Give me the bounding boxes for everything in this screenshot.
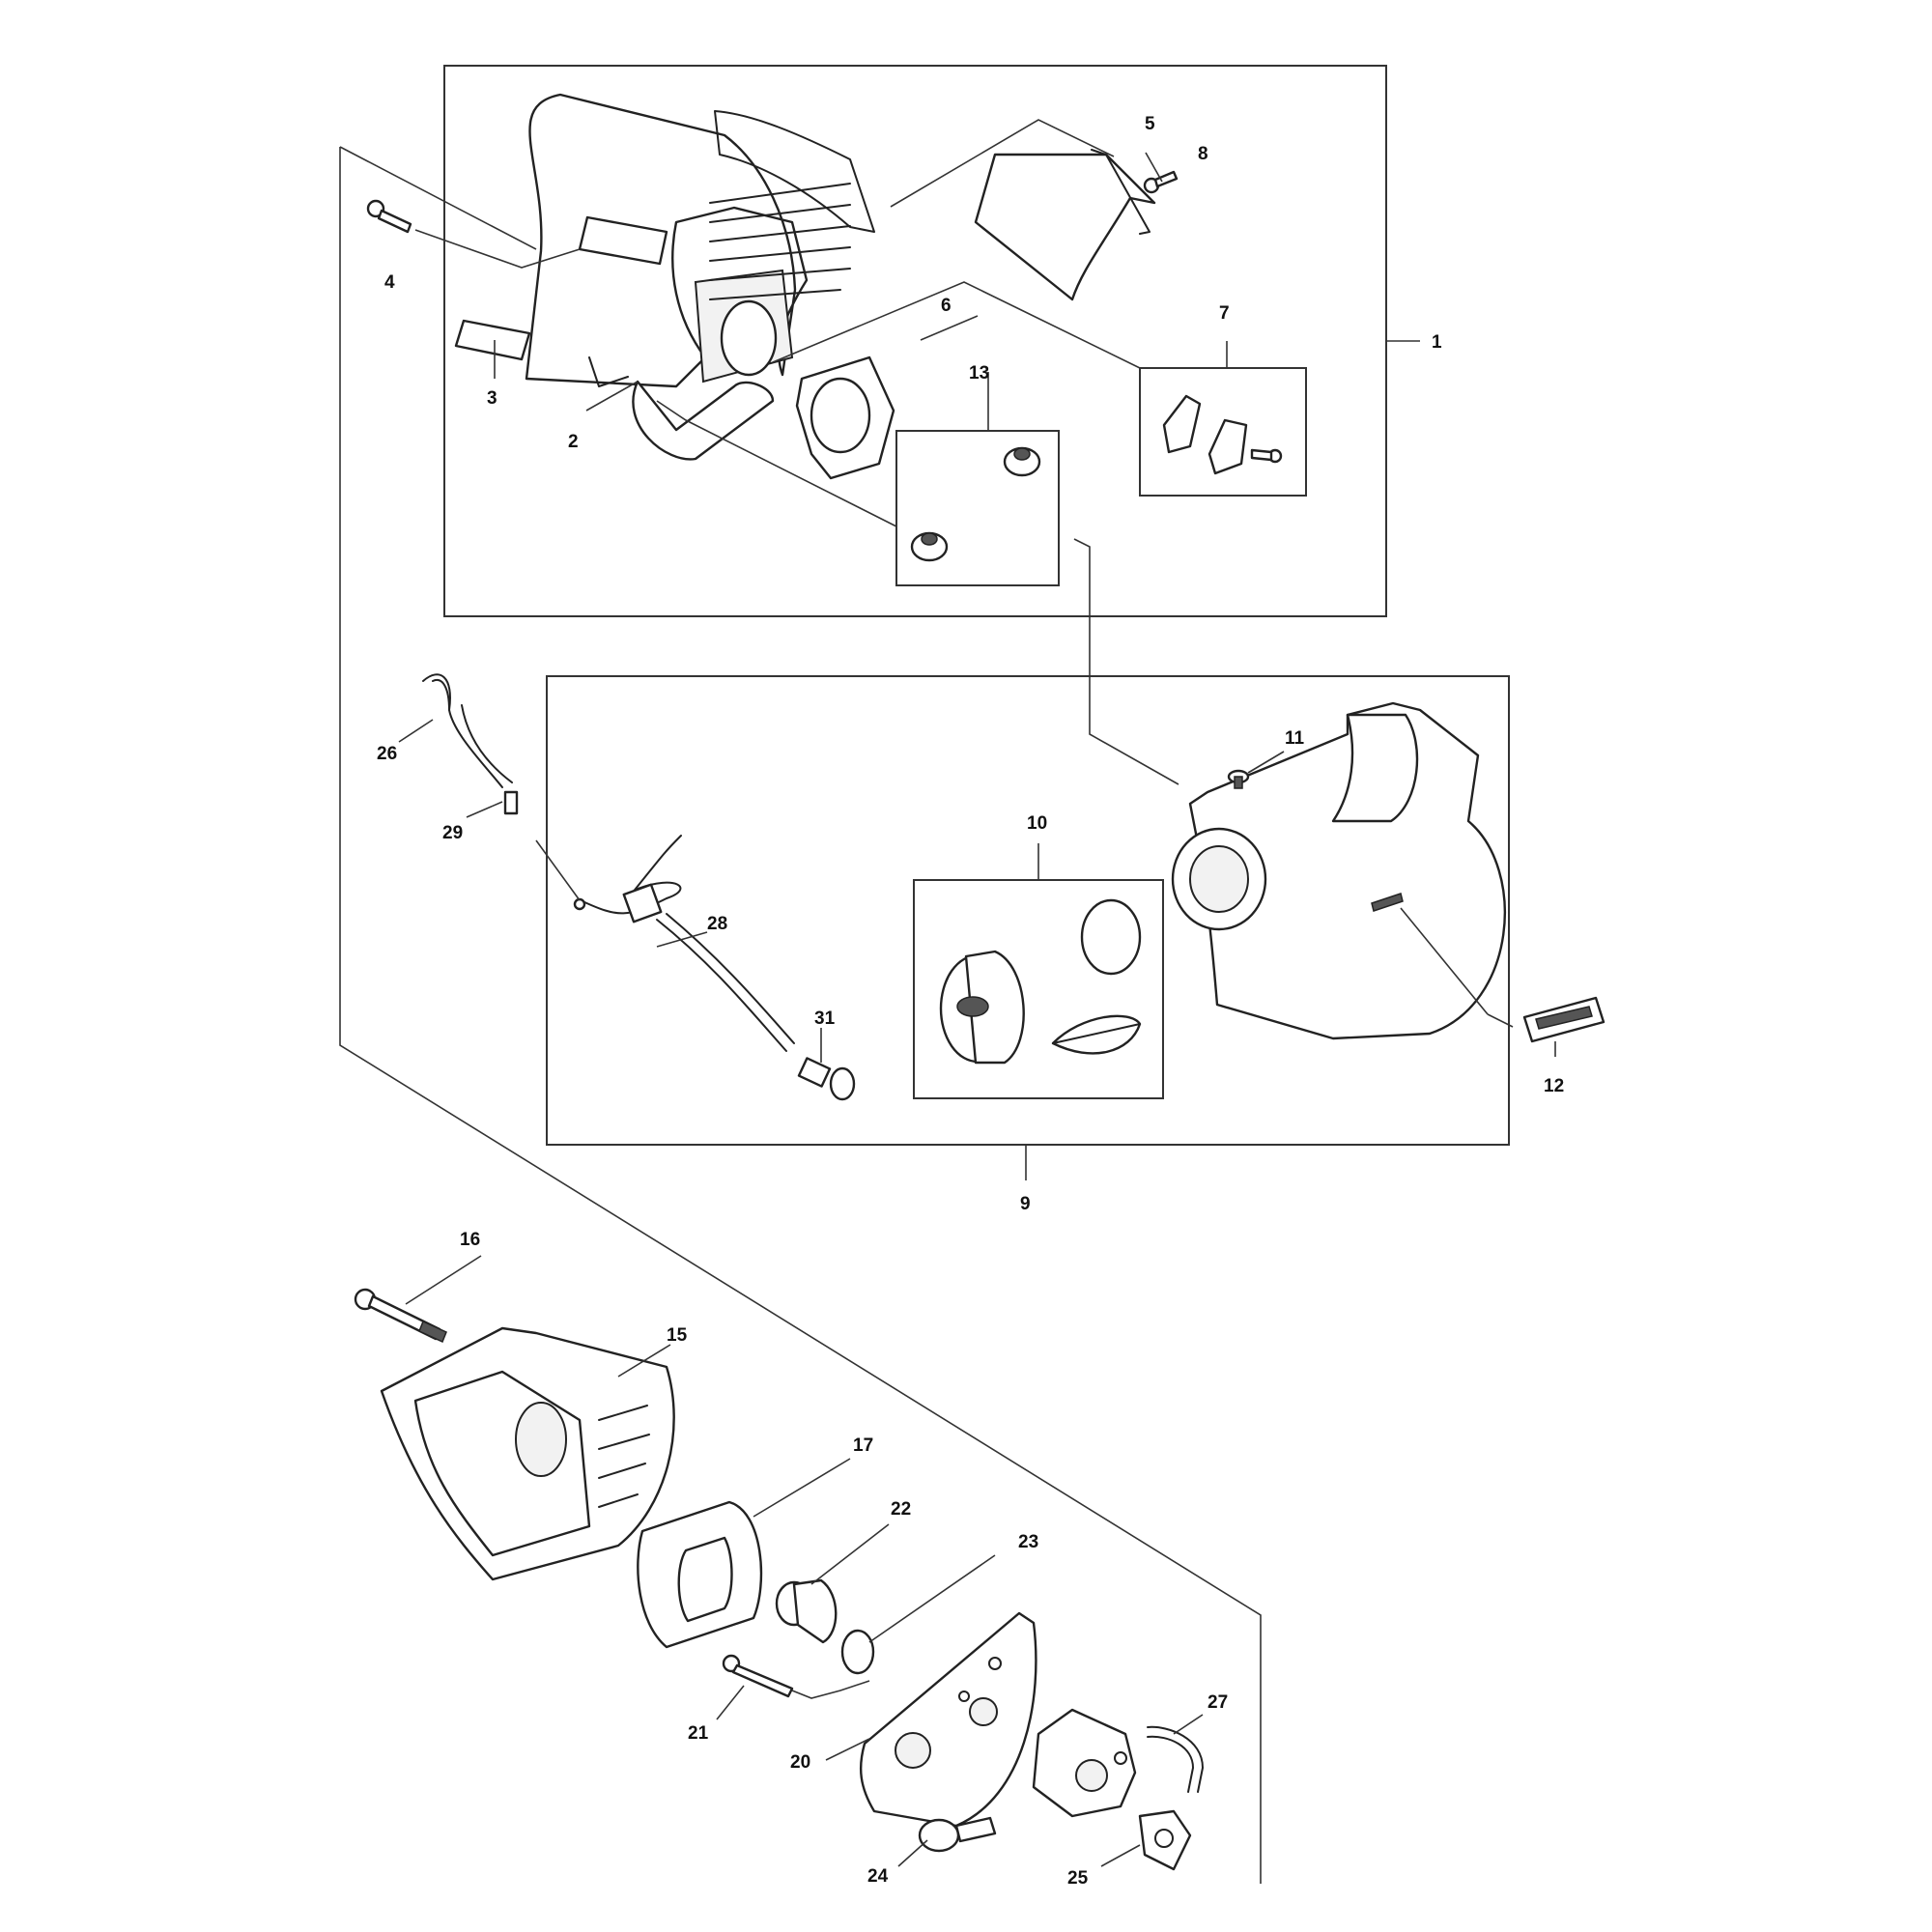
sub-box-13 — [895, 430, 1060, 586]
callout-31: 31 — [814, 1009, 836, 1029]
leader-lines-middle — [398, 676, 1556, 1180]
cover-part-12 — [1522, 996, 1605, 1043]
leader-lines-top — [414, 119, 1420, 676]
gasket-part-6 — [795, 355, 895, 480]
long-bolt-part-16 — [354, 1288, 447, 1344]
callout-2: 2 — [568, 432, 579, 452]
screw-part-8 — [1143, 170, 1179, 194]
carburetor — [1032, 1708, 1137, 1818]
callout-7: 7 — [1219, 303, 1230, 324]
callout-11: 11 — [1285, 728, 1305, 749]
hose-part-26 — [422, 673, 513, 788]
callout-13: 13 — [969, 363, 989, 384]
sub-box-7 — [1139, 367, 1307, 497]
air-filter-cover-part-15 — [380, 1326, 675, 1581]
callout-16: 16 — [460, 1230, 480, 1250]
rubber-mounts-part-13 — [910, 446, 1041, 562]
callout-20: 20 — [790, 1752, 810, 1773]
callout-3: 3 — [487, 388, 497, 409]
fuel-tank — [1171, 701, 1506, 1040]
fitting-part-29 — [503, 790, 519, 815]
perspective-guide-top — [339, 146, 537, 250]
callout-6: 6 — [941, 296, 952, 316]
callout-26: 26 — [377, 744, 397, 764]
callout-28: 28 — [707, 914, 727, 934]
assembly-box-9 — [546, 675, 1510, 1146]
callout-12: 12 — [1544, 1076, 1564, 1096]
callout-23: 23 — [1018, 1532, 1038, 1552]
callout-25: 25 — [1067, 1868, 1089, 1889]
fuel-cap-set-10 — [939, 898, 1142, 1065]
fuel-hose-part-28 — [573, 835, 795, 1052]
bolt-part-4 — [366, 199, 412, 234]
cover-plate-part-5 — [974, 149, 1156, 301]
grommet-part-11 — [1227, 769, 1250, 789]
callout-5: 5 — [1145, 114, 1155, 134]
callout-22: 22 — [891, 1499, 911, 1520]
callout-29: 29 — [442, 823, 463, 843]
callout-4: 4 — [384, 272, 395, 293]
knob-part-24 — [918, 1816, 997, 1853]
callout-8: 8 — [1198, 144, 1208, 164]
callout-9: 9 — [1020, 1194, 1031, 1214]
parts-set-7 — [1162, 394, 1283, 475]
shroud-housing-part-2 — [525, 93, 875, 461]
callout-21: 21 — [688, 1723, 709, 1744]
leader-lines-bottom — [405, 1255, 1204, 1867]
callout-17: 17 — [853, 1435, 873, 1456]
perspective-guide-left — [339, 147, 1262, 1884]
hose-part-27 — [1147, 1725, 1204, 1793]
fuel-filter-part-31 — [797, 1057, 856, 1101]
plate-part-20 — [859, 1611, 1037, 1828]
callout-24: 24 — [867, 1866, 889, 1887]
callout-27: 27 — [1208, 1692, 1228, 1713]
screw-part-21 — [722, 1654, 794, 1698]
gasket-part-25 — [1138, 1809, 1192, 1871]
decal-part-3 — [454, 215, 668, 361]
air-filter-element-part-17 — [637, 1500, 763, 1649]
callout-10: 10 — [1027, 813, 1047, 834]
o-ring-part-23 — [840, 1629, 875, 1675]
valve-part-22 — [775, 1578, 838, 1644]
callout-1: 1 — [1432, 332, 1442, 353]
callout-15: 15 — [667, 1325, 688, 1346]
